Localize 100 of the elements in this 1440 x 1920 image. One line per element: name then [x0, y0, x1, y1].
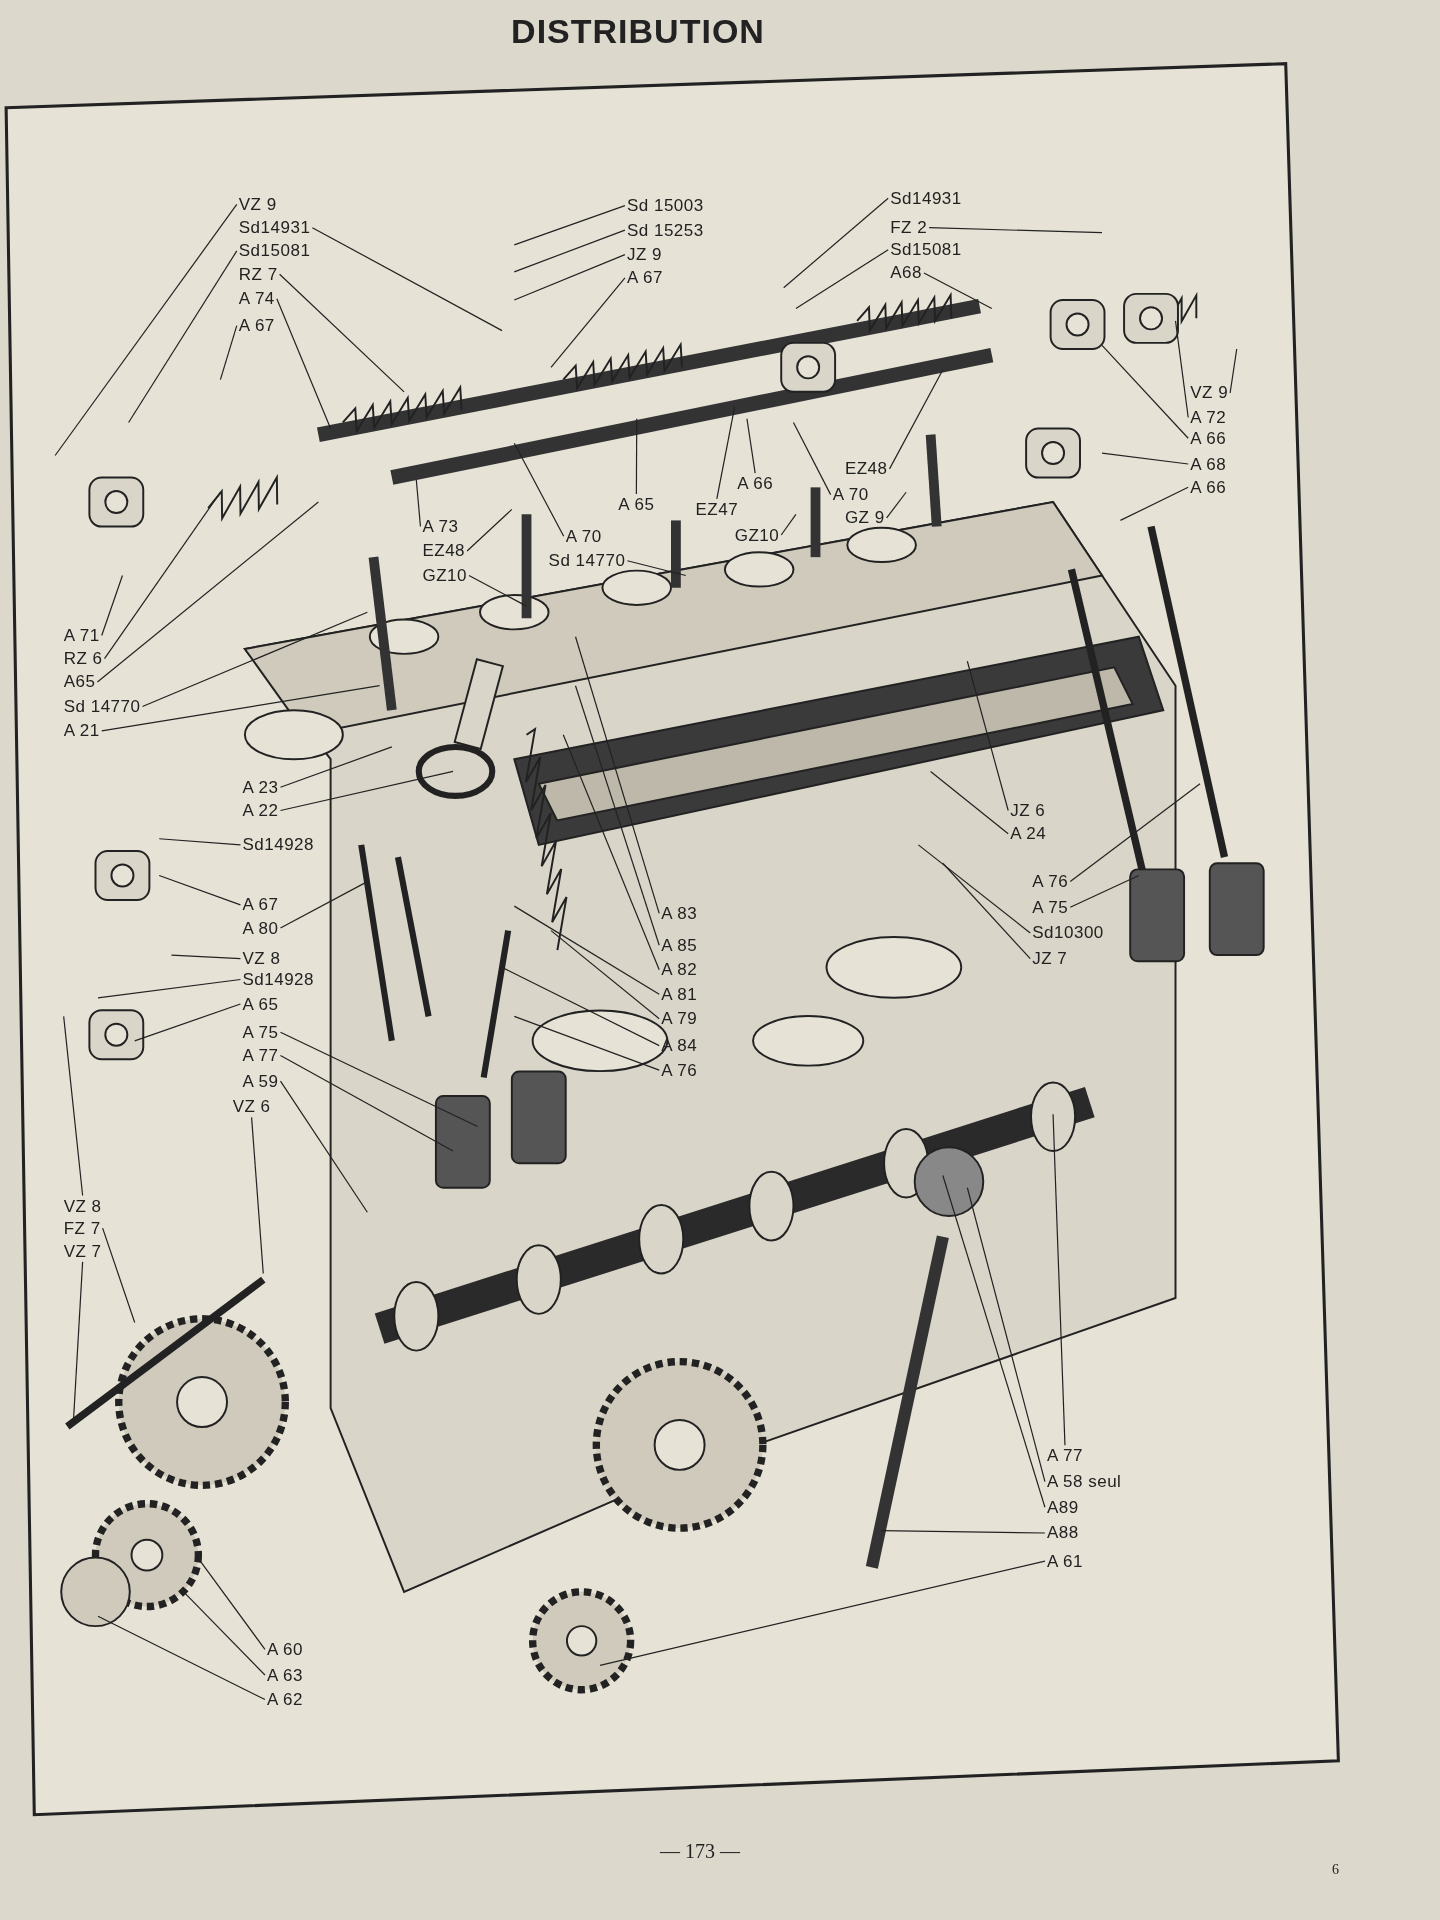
leader-line	[599, 1560, 1046, 1666]
leader-line	[1229, 348, 1238, 394]
part-number: A 77	[1046, 1447, 1083, 1465]
leader-line	[102, 1227, 136, 1324]
leader-line	[942, 862, 1031, 960]
part-number: A 75	[1032, 898, 1069, 916]
leader-line	[1101, 344, 1189, 439]
leader-line	[783, 197, 889, 289]
part-number: A 71	[63, 626, 100, 644]
leader-line	[550, 277, 626, 368]
part-number: A 23	[242, 778, 279, 796]
part-number: Sd10300	[1032, 924, 1104, 942]
leader-line	[513, 254, 626, 301]
leader-line	[279, 1054, 454, 1152]
leader-line	[780, 513, 797, 536]
leader-line	[1069, 783, 1201, 883]
leader-line	[574, 685, 660, 946]
part-number: A89	[1046, 1498, 1079, 1516]
leader-line	[923, 272, 993, 310]
part-number: Sd15081	[890, 241, 962, 259]
leader-line	[415, 479, 422, 528]
leader-line	[1101, 452, 1189, 465]
part-number: A 70	[565, 527, 602, 545]
part-number: A 67	[242, 896, 279, 914]
part-number: VZ 6	[232, 1098, 271, 1116]
leader-line	[917, 844, 1031, 934]
part-number: JZ 9	[626, 246, 662, 264]
leader-line	[468, 574, 528, 607]
leader-line	[501, 966, 660, 1047]
leader-line	[513, 205, 626, 246]
part-number: Sd 14770	[548, 552, 626, 570]
corner-mark: 6	[1332, 1862, 1339, 1878]
part-number: A 67	[626, 269, 663, 287]
leader-line	[466, 508, 513, 552]
leader-line	[930, 770, 1009, 835]
part-number: A 66	[1190, 429, 1227, 447]
leader-line	[716, 405, 736, 500]
part-number: A 65	[242, 995, 279, 1013]
part-number: FZ 2	[890, 219, 928, 237]
leader-line	[888, 369, 944, 470]
part-number: A 77	[242, 1046, 279, 1064]
part-number: A68	[890, 264, 922, 282]
leader-line	[1052, 1113, 1066, 1446]
leader-line	[1069, 874, 1140, 908]
part-number: A 24	[1010, 825, 1047, 843]
page-title: DISTRIBUTION	[510, 12, 766, 51]
leader-line	[183, 1591, 266, 1676]
leader-line	[279, 746, 393, 788]
part-number: RZ 6	[63, 650, 103, 668]
part-number: GZ10	[734, 526, 780, 544]
part-number: A 59	[242, 1072, 279, 1090]
part-number: Sd 14770	[63, 697, 141, 715]
page-number: — 173 —	[660, 1840, 740, 1863]
leader-line	[886, 491, 907, 519]
part-number: A 70	[832, 486, 869, 504]
leader-line	[562, 734, 660, 971]
leader-line	[635, 418, 638, 495]
part-number: A 66	[1190, 478, 1227, 496]
part-number: VZ 9	[1190, 384, 1229, 402]
leader-line	[311, 227, 503, 332]
part-number: Sd 15003	[626, 197, 704, 215]
leader-line	[127, 250, 238, 424]
part-number: VZ 8	[63, 1197, 102, 1215]
leader-line	[928, 227, 1103, 234]
part-number: A 58 seul	[1046, 1473, 1122, 1491]
part-number: FZ 7	[63, 1219, 101, 1237]
leader-line	[513, 442, 565, 537]
leader-line	[103, 491, 221, 660]
part-number: A 65	[618, 495, 655, 513]
part-number: A 73	[422, 517, 459, 535]
part-number: A 80	[242, 919, 279, 937]
part-number: A 85	[661, 936, 698, 954]
part-number: VZ 7	[63, 1242, 102, 1260]
part-number: A 22	[242, 802, 279, 820]
leader-line	[279, 273, 405, 393]
part-number: A 61	[1046, 1552, 1083, 1570]
part-number: Sd14931	[890, 189, 962, 207]
part-number: A 76	[661, 1061, 698, 1079]
part-number: A65	[63, 673, 96, 691]
part-number: VZ 8	[242, 950, 281, 968]
leader-line	[276, 298, 332, 430]
leader-line	[513, 1015, 660, 1071]
part-number: RZ 7	[238, 265, 278, 283]
part-number: A 67	[238, 317, 275, 335]
leader-line	[550, 930, 660, 1020]
leader-line	[101, 685, 381, 732]
leader-line	[97, 978, 242, 999]
part-number: GZ10	[422, 566, 467, 584]
leader-line	[513, 905, 660, 995]
part-number: A 76	[1032, 873, 1069, 891]
leader-line	[1174, 320, 1189, 419]
leader-line	[574, 636, 660, 914]
leader-line	[513, 229, 626, 273]
part-number: VZ 9	[238, 195, 277, 213]
part-number: A 74	[238, 290, 275, 308]
part-number: A 75	[242, 1023, 279, 1041]
leader-line	[72, 1261, 84, 1421]
part-number: Sd14928	[242, 971, 314, 988]
part-number: A 62	[266, 1691, 303, 1708]
part-number: A 60	[266, 1640, 303, 1658]
